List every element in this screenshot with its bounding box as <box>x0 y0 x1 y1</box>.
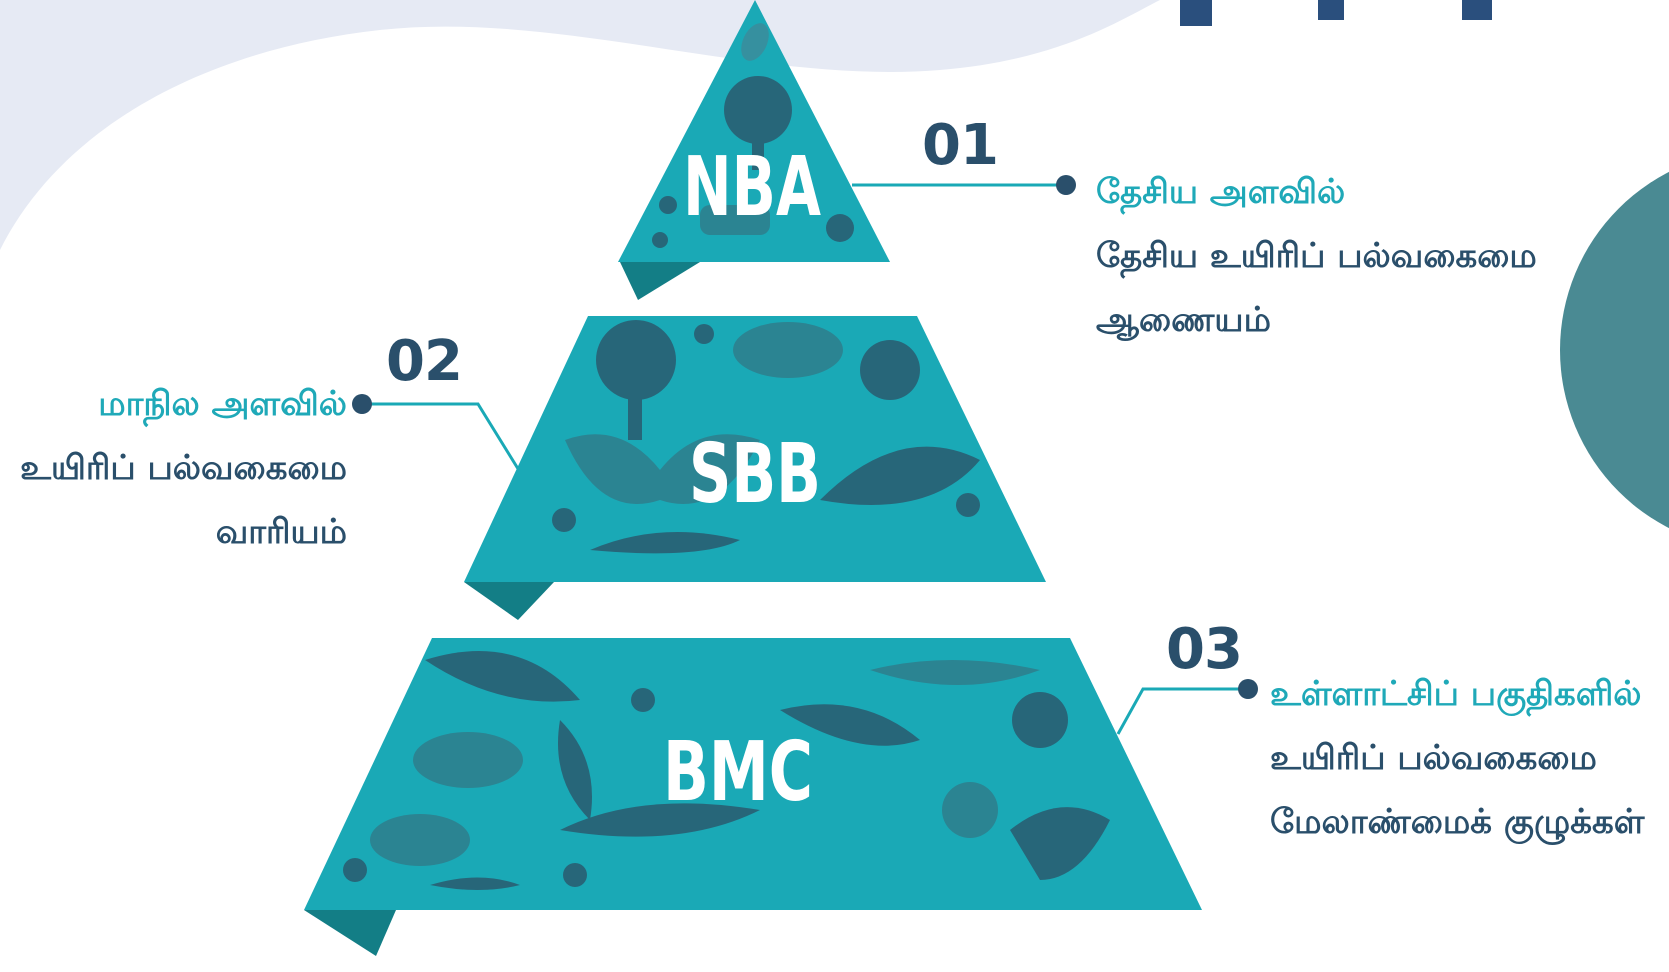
tier-number-03: 03 <box>1166 617 1243 682</box>
tier-sbb: SBB <box>464 316 1046 620</box>
tier-level-label: உள்ளாட்சிப் பகுதிகளில் <box>1270 674 1642 714</box>
leaf-icon <box>820 446 980 505</box>
background-blob <box>0 0 1160 250</box>
top-bar-mark <box>1318 0 1344 20</box>
leaf-icon <box>741 23 769 61</box>
monkey-icon <box>1010 807 1110 880</box>
tier-level-label: தேசிய அளவில் <box>1096 172 1346 212</box>
side-circle <box>1560 171 1669 529</box>
tree-icon <box>724 76 792 144</box>
paw-icon <box>343 858 367 882</box>
connector-line-02 <box>362 402 522 473</box>
tier-bmc-fold <box>304 910 396 956</box>
tier-description-03: உள்ளாட்சிப் பகுதிகளில் உயிரிப் பல்வகைமை … <box>1270 662 1644 854</box>
tier-number-02: 02 <box>386 329 463 394</box>
flower-icon <box>860 340 920 400</box>
duck-icon <box>413 732 523 788</box>
dolphin-icon <box>430 877 520 890</box>
paw-icon <box>552 508 576 532</box>
tier-body-line: உயிரிப் பல்வகைமை <box>20 448 347 488</box>
paw-icon <box>652 232 668 248</box>
flower-icon <box>826 214 854 242</box>
tier-sbb-fold <box>464 582 554 620</box>
tier-abbr: SBB <box>689 427 821 522</box>
tier-bmc-shape <box>304 638 1202 910</box>
tier-description-01: தேசிய அளவில் தேசிய உயிரிப் பல்வகைமை ஆணைய… <box>1096 160 1537 352</box>
connector-dot-01 <box>1056 175 1076 195</box>
tier-number-01: 01 <box>922 113 999 178</box>
deer-icon <box>700 205 770 235</box>
anteater-icon <box>780 704 920 746</box>
tier-nba-fold <box>620 262 700 300</box>
tier-body-line: மேலாண்மைக் குழுக்கள் <box>1270 802 1645 842</box>
tree-trunk-icon <box>628 380 642 440</box>
bear-icon <box>370 814 470 866</box>
paw-icon <box>563 863 587 887</box>
leaf-icon <box>558 720 592 820</box>
tier-nba: NBA <box>618 0 890 300</box>
leaf-icon <box>425 651 580 702</box>
paw-icon <box>956 493 980 517</box>
tier-level-label: மாநில அளவில் <box>98 384 347 424</box>
tree-icon <box>596 320 676 400</box>
tree-icon <box>1012 692 1068 748</box>
tier-bmc: BMC <box>304 638 1202 956</box>
bird-icon <box>870 660 1040 685</box>
tier-body-line: ஆணையம் <box>1096 300 1271 340</box>
turtle-icon <box>733 322 843 378</box>
flower-icon <box>942 782 998 838</box>
connector-dot-02 <box>352 394 372 414</box>
paw-icon <box>694 324 714 344</box>
paw-icon <box>659 196 677 214</box>
butterfly-icon <box>565 434 760 504</box>
tier-abbr: NBA <box>683 140 821 235</box>
tier-body-line: தேசிய உயிரிப் பல்வகைமை <box>1096 236 1537 276</box>
dolphin-icon <box>590 532 740 554</box>
tier-body-line: வாரியம் <box>215 512 347 552</box>
tier-abbr: BMC <box>663 725 813 820</box>
crocodile-icon <box>560 803 760 837</box>
paw-icon <box>631 688 655 712</box>
tree-trunk-icon <box>752 130 764 170</box>
tier-body-line: உயிரிப் பல்வகைமை <box>1270 738 1597 778</box>
tier-description-02: மாநில அளவில் உயிரிப் பல்வகைமை வாரியம் <box>20 372 347 564</box>
connector-dot-03 <box>1238 679 1258 699</box>
top-bar-mark <box>1462 0 1492 20</box>
connector-line-03 <box>1116 687 1246 735</box>
top-bar-mark <box>1180 0 1212 26</box>
